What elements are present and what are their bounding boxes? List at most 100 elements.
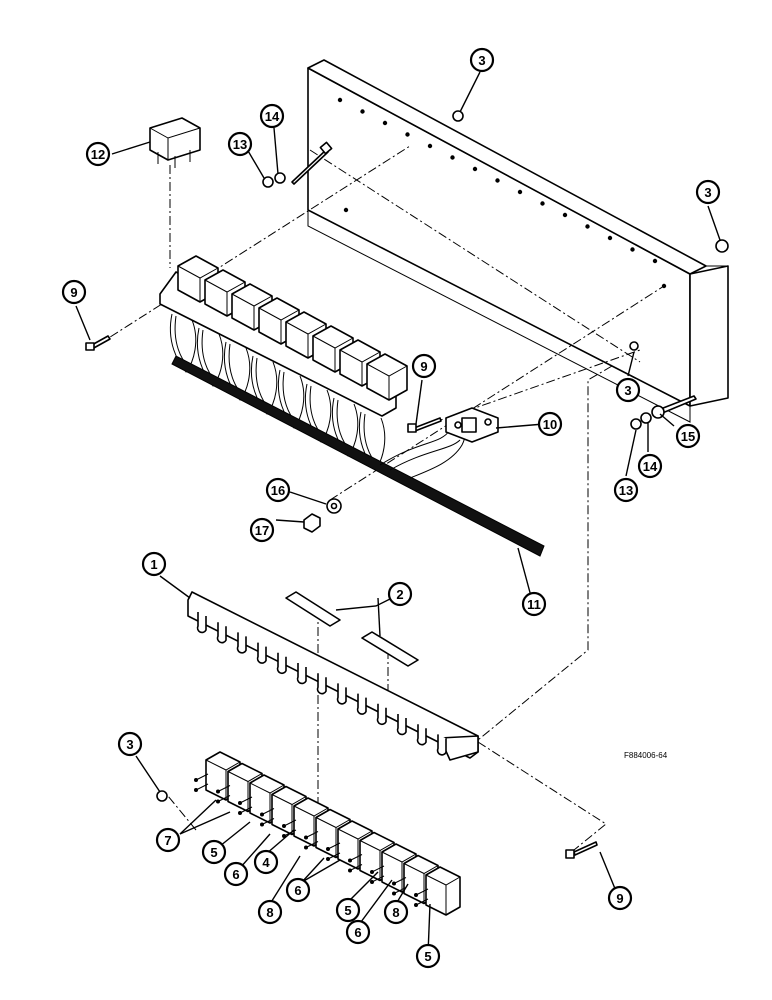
- comb-tooth: [396, 714, 407, 736]
- callout-5: 5: [201, 839, 227, 865]
- callout-5: 5: [415, 943, 441, 969]
- callout-circle: [285, 877, 311, 903]
- bracket-hole: [562, 212, 568, 218]
- callout-1: 1: [141, 551, 167, 577]
- callout-2: 2: [387, 581, 413, 607]
- callout-circle: [141, 551, 167, 577]
- callout-number: 14: [643, 459, 658, 474]
- circuit-breaker-bank: [194, 751, 461, 916]
- callout-circle: [521, 591, 547, 617]
- callout-circle: [537, 411, 563, 437]
- callout-13: 13: [227, 131, 253, 157]
- bracket-hole: [427, 143, 433, 149]
- callout-3: 3: [117, 731, 143, 757]
- callout-circle: [469, 47, 495, 73]
- bracket-hole: [472, 166, 478, 172]
- bracket-hole: [360, 109, 365, 114]
- callout-8: 8: [383, 899, 409, 925]
- bracket-hole: [607, 235, 613, 241]
- comb-tooth: [296, 663, 307, 685]
- connector-part-10: [445, 407, 499, 443]
- bracket-hole: [343, 207, 349, 213]
- callout-3: 3: [469, 47, 495, 73]
- callout-number: 10: [543, 417, 557, 432]
- spacer-plates-part-2: [285, 591, 419, 667]
- comb-tooth: [256, 642, 267, 664]
- comb-tooth: [376, 703, 387, 726]
- relay-units: [177, 255, 408, 401]
- callout-number: 13: [233, 137, 247, 152]
- callout-circle: [415, 943, 441, 969]
- callout-number: 13: [619, 483, 633, 498]
- callout-17: 17: [249, 517, 275, 543]
- callout-6: 6: [345, 919, 371, 945]
- callout-number: 6: [354, 925, 361, 940]
- leader-lines: [75, 71, 721, 955]
- callout-circle: [253, 849, 279, 875]
- callout-number: 9: [616, 891, 623, 906]
- callout-circle: [257, 899, 283, 925]
- callout-circle: [615, 377, 641, 403]
- callout-number: 1: [150, 557, 157, 572]
- comb-tooth: [416, 724, 427, 746]
- mounting-bracket: [307, 59, 729, 423]
- callout-9: 9: [61, 279, 87, 305]
- comb-tooth: [236, 632, 247, 654]
- figure-code: F884006-64: [624, 751, 668, 760]
- breaker-units: [194, 751, 461, 916]
- callout-number: 11: [527, 597, 541, 612]
- comb-tooth: [216, 622, 227, 644]
- callout-9: 9: [607, 885, 633, 911]
- callout-number: 5: [344, 903, 351, 918]
- callout-number: 4: [262, 855, 270, 870]
- callout-4: 4: [253, 849, 279, 875]
- relay-part-12: [149, 117, 201, 168]
- callout-number: 5: [424, 949, 431, 964]
- circuit-breaker: [414, 866, 461, 916]
- bracket-hole: [337, 97, 343, 103]
- callout-number: 8: [266, 905, 273, 920]
- callout-circle: [155, 827, 181, 853]
- callout-number: 6: [294, 883, 301, 898]
- wire-loop: [196, 327, 224, 387]
- callout-number: 15: [681, 429, 695, 444]
- comb-tooth: [196, 612, 207, 634]
- callout-8: 8: [257, 899, 283, 925]
- comb-teeth: [196, 612, 447, 756]
- callout-6: 6: [223, 861, 249, 887]
- callout-3: 3: [695, 179, 721, 205]
- callout-7: 7: [155, 827, 181, 853]
- relay-bank-assembly: [159, 255, 545, 557]
- bracket-hole: [382, 120, 388, 126]
- callout-circle: [383, 899, 409, 925]
- bracket-hole: [495, 178, 500, 183]
- comb-tooth: [356, 693, 367, 715]
- callout-9: 9: [411, 353, 437, 379]
- callout-16: 16: [265, 477, 291, 503]
- callout-12: 12: [85, 141, 111, 167]
- comb-tooth: [276, 652, 287, 675]
- comb-strap-part-1: [187, 591, 479, 761]
- callout-15: 15: [675, 423, 701, 449]
- wire-loop: [169, 313, 197, 373]
- callout-circle: [227, 131, 253, 157]
- callout-13: 13: [613, 477, 639, 503]
- callout-circle: [201, 839, 227, 865]
- callout-circle: [117, 731, 143, 757]
- callout-6: 6: [285, 877, 311, 903]
- callout-circle: [387, 581, 413, 607]
- callout-10: 10: [537, 411, 563, 437]
- callout-5: 5: [335, 897, 361, 923]
- callout-circle: [335, 897, 361, 923]
- callout-number: 3: [624, 383, 631, 398]
- bracket-hole: [630, 247, 635, 252]
- relay-unit: [366, 353, 408, 401]
- callout-number: 3: [704, 185, 711, 200]
- callout-number: 8: [392, 905, 399, 920]
- callout-number: 17: [255, 523, 269, 538]
- bracket-hole: [652, 258, 658, 264]
- callout-circle: [345, 919, 371, 945]
